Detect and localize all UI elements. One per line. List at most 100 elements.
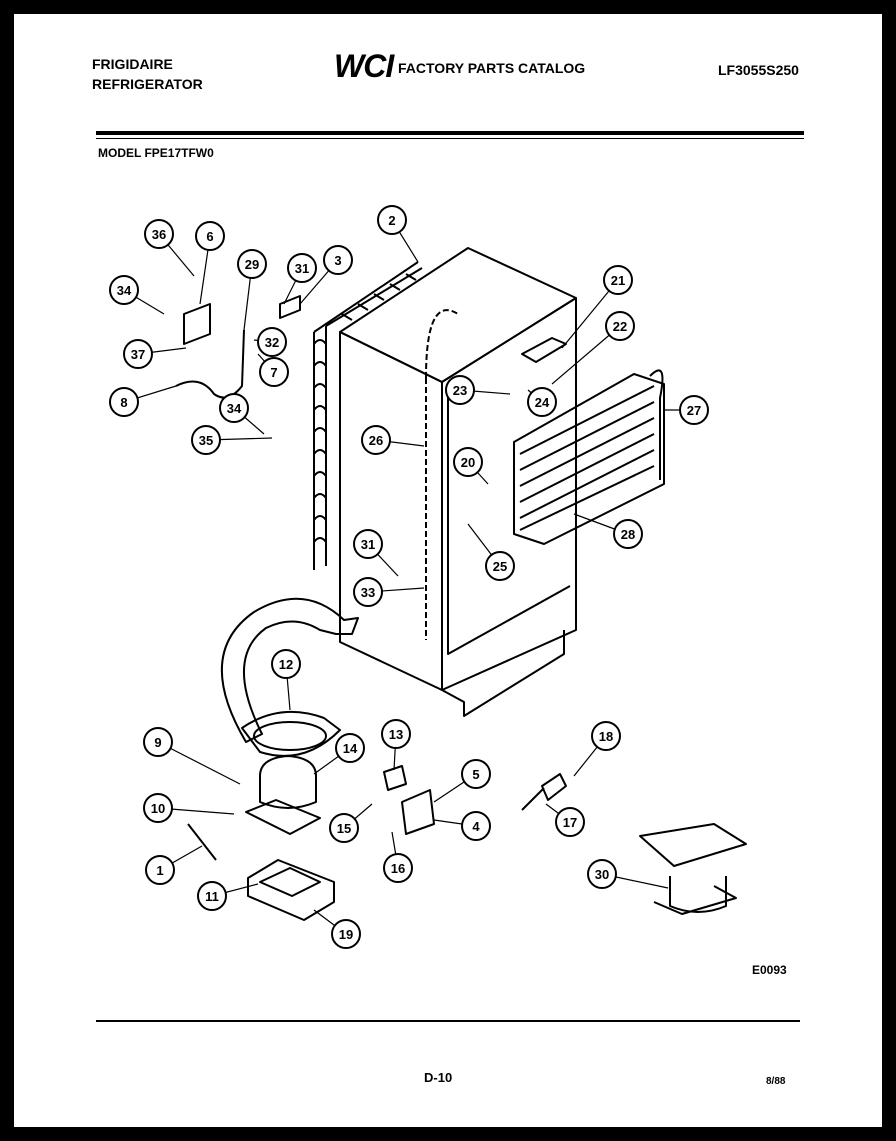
callout-bubble [323,245,353,275]
callout-bubble [331,919,361,949]
publication-date: 8/88 [766,1076,786,1087]
cabinet-base [441,630,565,717]
callout-bubble [195,221,225,251]
catalog-title: FACTORY PARTS CATALOG [398,60,586,76]
callout-label: 21 [611,273,625,288]
fan-motor-bracket [639,823,747,867]
thermostat-bracket [183,303,211,345]
cabinet-side [441,297,577,691]
callout-label: 22 [613,319,627,334]
parts-catalog-page: FRIGIDAIRE REFRIGERATOR WCI FACTORY PART… [14,14,882,1127]
callout-label: 36 [152,227,166,242]
callout-label: 33 [361,585,375,600]
callout-bubble [353,577,383,607]
callout-label: 25 [493,559,507,574]
callout-label: 29 [245,257,259,272]
callout-label: 19 [339,927,353,942]
callout-bubble [453,447,483,477]
callout-bubble [679,395,709,425]
callout-bubble [555,807,585,837]
callout-label: 14 [343,741,358,756]
callout-bubble [377,205,407,235]
callout-bubble [485,551,515,581]
control-housing [521,337,567,363]
light-socket [279,295,301,319]
callout-bubble [527,387,557,417]
relay [383,765,407,791]
model-number: MODEL FPE17TFW0 [98,146,214,160]
callout-bubble [353,529,383,559]
callout-bubble [461,811,491,841]
callout-label: 17 [563,815,577,830]
callout-bubble [123,339,153,369]
capacitor [401,789,435,835]
callout-bubble [613,519,643,549]
catalog-number: LF3055S250 [718,62,799,78]
callout-label: 18 [599,729,613,744]
cabinet-front [339,331,443,691]
callout-label: 31 [295,261,309,276]
callout-bubble [445,375,475,405]
drain-pan [241,710,341,757]
wire-harness [175,329,245,399]
callout-bubble [461,759,491,789]
callout-bubble [271,649,301,679]
callout-label: 2 [388,213,395,228]
brand-line-2: REFRIGERATOR [92,76,203,92]
fan-motor [669,876,727,913]
diagram-code: E0093 [752,963,787,977]
callout-bubble [591,721,621,751]
callout-label: 31 [361,537,375,552]
filter-drier [187,823,217,861]
callout-bubble [383,853,413,883]
callout-label: 11 [205,889,219,904]
callout-label: 10 [151,801,165,816]
callout-bubble [257,327,287,357]
callout-label: 1 [156,863,163,878]
top-coil [313,261,423,333]
callout-label: 12 [279,657,293,672]
callout-label: 32 [265,335,279,350]
callout-bubble [109,275,139,305]
callout-bubble [259,357,289,387]
callout-bubble [605,311,635,341]
wci-logo: WCI [334,48,394,84]
footer-rule [96,1020,800,1022]
callout-label: 35 [199,433,213,448]
callout-bubble [381,719,411,749]
callout-label: 37 [131,347,145,362]
callout-leader [157,741,241,785]
callout-bubble [109,387,139,417]
callout-bubble [329,813,359,843]
callout-label: 8 [120,395,127,410]
header-rule-thin [96,138,804,139]
callout-label: 34 [227,401,242,416]
callout-label: 28 [621,527,635,542]
callout-bubble [143,793,173,823]
callout-bubble [361,425,391,455]
callout-label: 20 [461,455,475,470]
callout-label: 26 [369,433,383,448]
callout-label: 5 [472,767,479,782]
callout-label: 30 [595,867,609,882]
callout-label: 7 [270,365,277,380]
callout-label: 4 [472,819,480,834]
callout-label: 34 [117,283,132,298]
arrow-swoosh [220,597,359,743]
callout-label: 3 [334,253,341,268]
page-number: D-10 [424,1070,453,1085]
compressor-base [247,859,335,921]
callout-label: 23 [453,383,467,398]
compressor [259,755,317,809]
callout-bubble [191,425,221,455]
callout-bubble [197,881,227,911]
brand-line-1: FRIGIDAIRE [92,56,173,72]
cabinet-top [339,247,577,383]
callout-label: 16 [391,861,405,876]
condenser-coil [313,326,327,570]
defrost-heater [521,773,567,811]
callout-bubble [219,393,249,423]
callout-bubble [587,859,617,889]
callout-label: 27 [687,403,701,418]
